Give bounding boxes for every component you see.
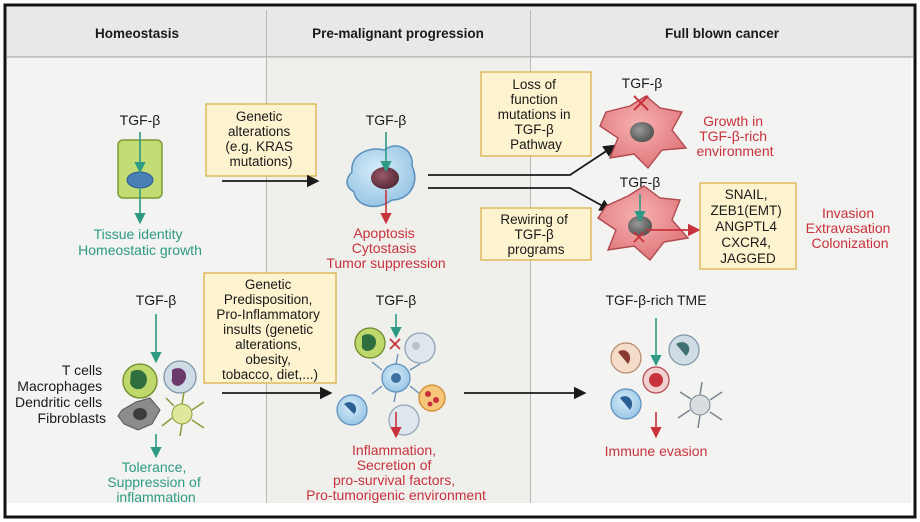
- outcome-tissue-identity: Tissue identity Homeostatic growth: [78, 226, 202, 258]
- box-rewiring-text: Rewiring of TGF-β programs: [500, 212, 571, 257]
- arrow-pre-to-cancer-a: [428, 144, 617, 176]
- box-genetic-alterations-text: Genetic alterations (e.g. KRAS mutations…: [225, 109, 296, 169]
- box-genetic-alterations: [205, 103, 317, 177]
- box-rewiring: [480, 207, 592, 261]
- tgf-label-epi-pre: TGF-β: [366, 112, 407, 128]
- cancer-cell-growth: [599, 95, 688, 170]
- tgf-rich-tme-label: TGF-β-rich TME: [605, 292, 706, 308]
- tgf-label-cancer-a: TGF-β: [622, 75, 663, 91]
- header-cancer: Full blown cancer: [665, 26, 780, 41]
- nuclear-x-b: [633, 231, 645, 243]
- outcome-growth-rich: Growth in TGF-β-rich environment: [696, 113, 773, 159]
- immune-cluster-homeostasis: [117, 360, 205, 437]
- box-loss-of-function-text: Loss of function mutations in TGF-β Path…: [498, 77, 575, 152]
- tgf-label-epi-home: TGF-β: [120, 112, 161, 128]
- box-targets: [699, 182, 797, 270]
- box-targets-text: SNAIL, ZEB1(EMT) ANGPTL4 CXCR4, JAGGED: [710, 187, 785, 266]
- blocked-x-immune-pre: [389, 338, 401, 350]
- tgf-label-immune-pre: TGF-β: [376, 292, 417, 308]
- outcome-invasion: Invasion Extravasation Colonization: [806, 205, 895, 251]
- blocked-receptor-x-a: [633, 95, 649, 111]
- immune-cell-types: T cells Macrophages Dendritic cells Fibr…: [15, 362, 106, 426]
- header-band: [7, 7, 913, 57]
- box-loss-of-function: [480, 71, 592, 157]
- immune-cluster-premalignant: [336, 327, 446, 436]
- cancer-cell-rewired: [597, 185, 690, 262]
- box-predisposition-text: Genetic Predisposition, Pro-Inflammatory…: [216, 277, 323, 382]
- outcome-tumor-suppression: Apoptosis Cytostasis Tumor suppression: [326, 225, 445, 271]
- tgf-label-immune-home: TGF-β: [136, 292, 177, 308]
- epithelial-cell-premalignant: [346, 145, 416, 208]
- immune-cluster-tme: [610, 334, 723, 429]
- bottom-strip: [7, 503, 913, 515]
- outcome-immune-evasion: Immune evasion: [605, 443, 708, 459]
- header-premalignant: Pre-malignant progression: [312, 26, 484, 41]
- header-homeostasis: Homeostasis: [95, 26, 179, 41]
- box-predisposition: [203, 272, 337, 384]
- outcome-inflammation: Inflammation, Secretion of pro-survival …: [306, 442, 486, 503]
- panel-cancer: [531, 58, 911, 508]
- outcome-tolerance: Tolerance, Suppression of inflammation: [107, 459, 204, 505]
- tgf-label-cancer-b: TGF-β: [620, 174, 661, 190]
- arrow-pre-to-cancer-b: [428, 187, 613, 212]
